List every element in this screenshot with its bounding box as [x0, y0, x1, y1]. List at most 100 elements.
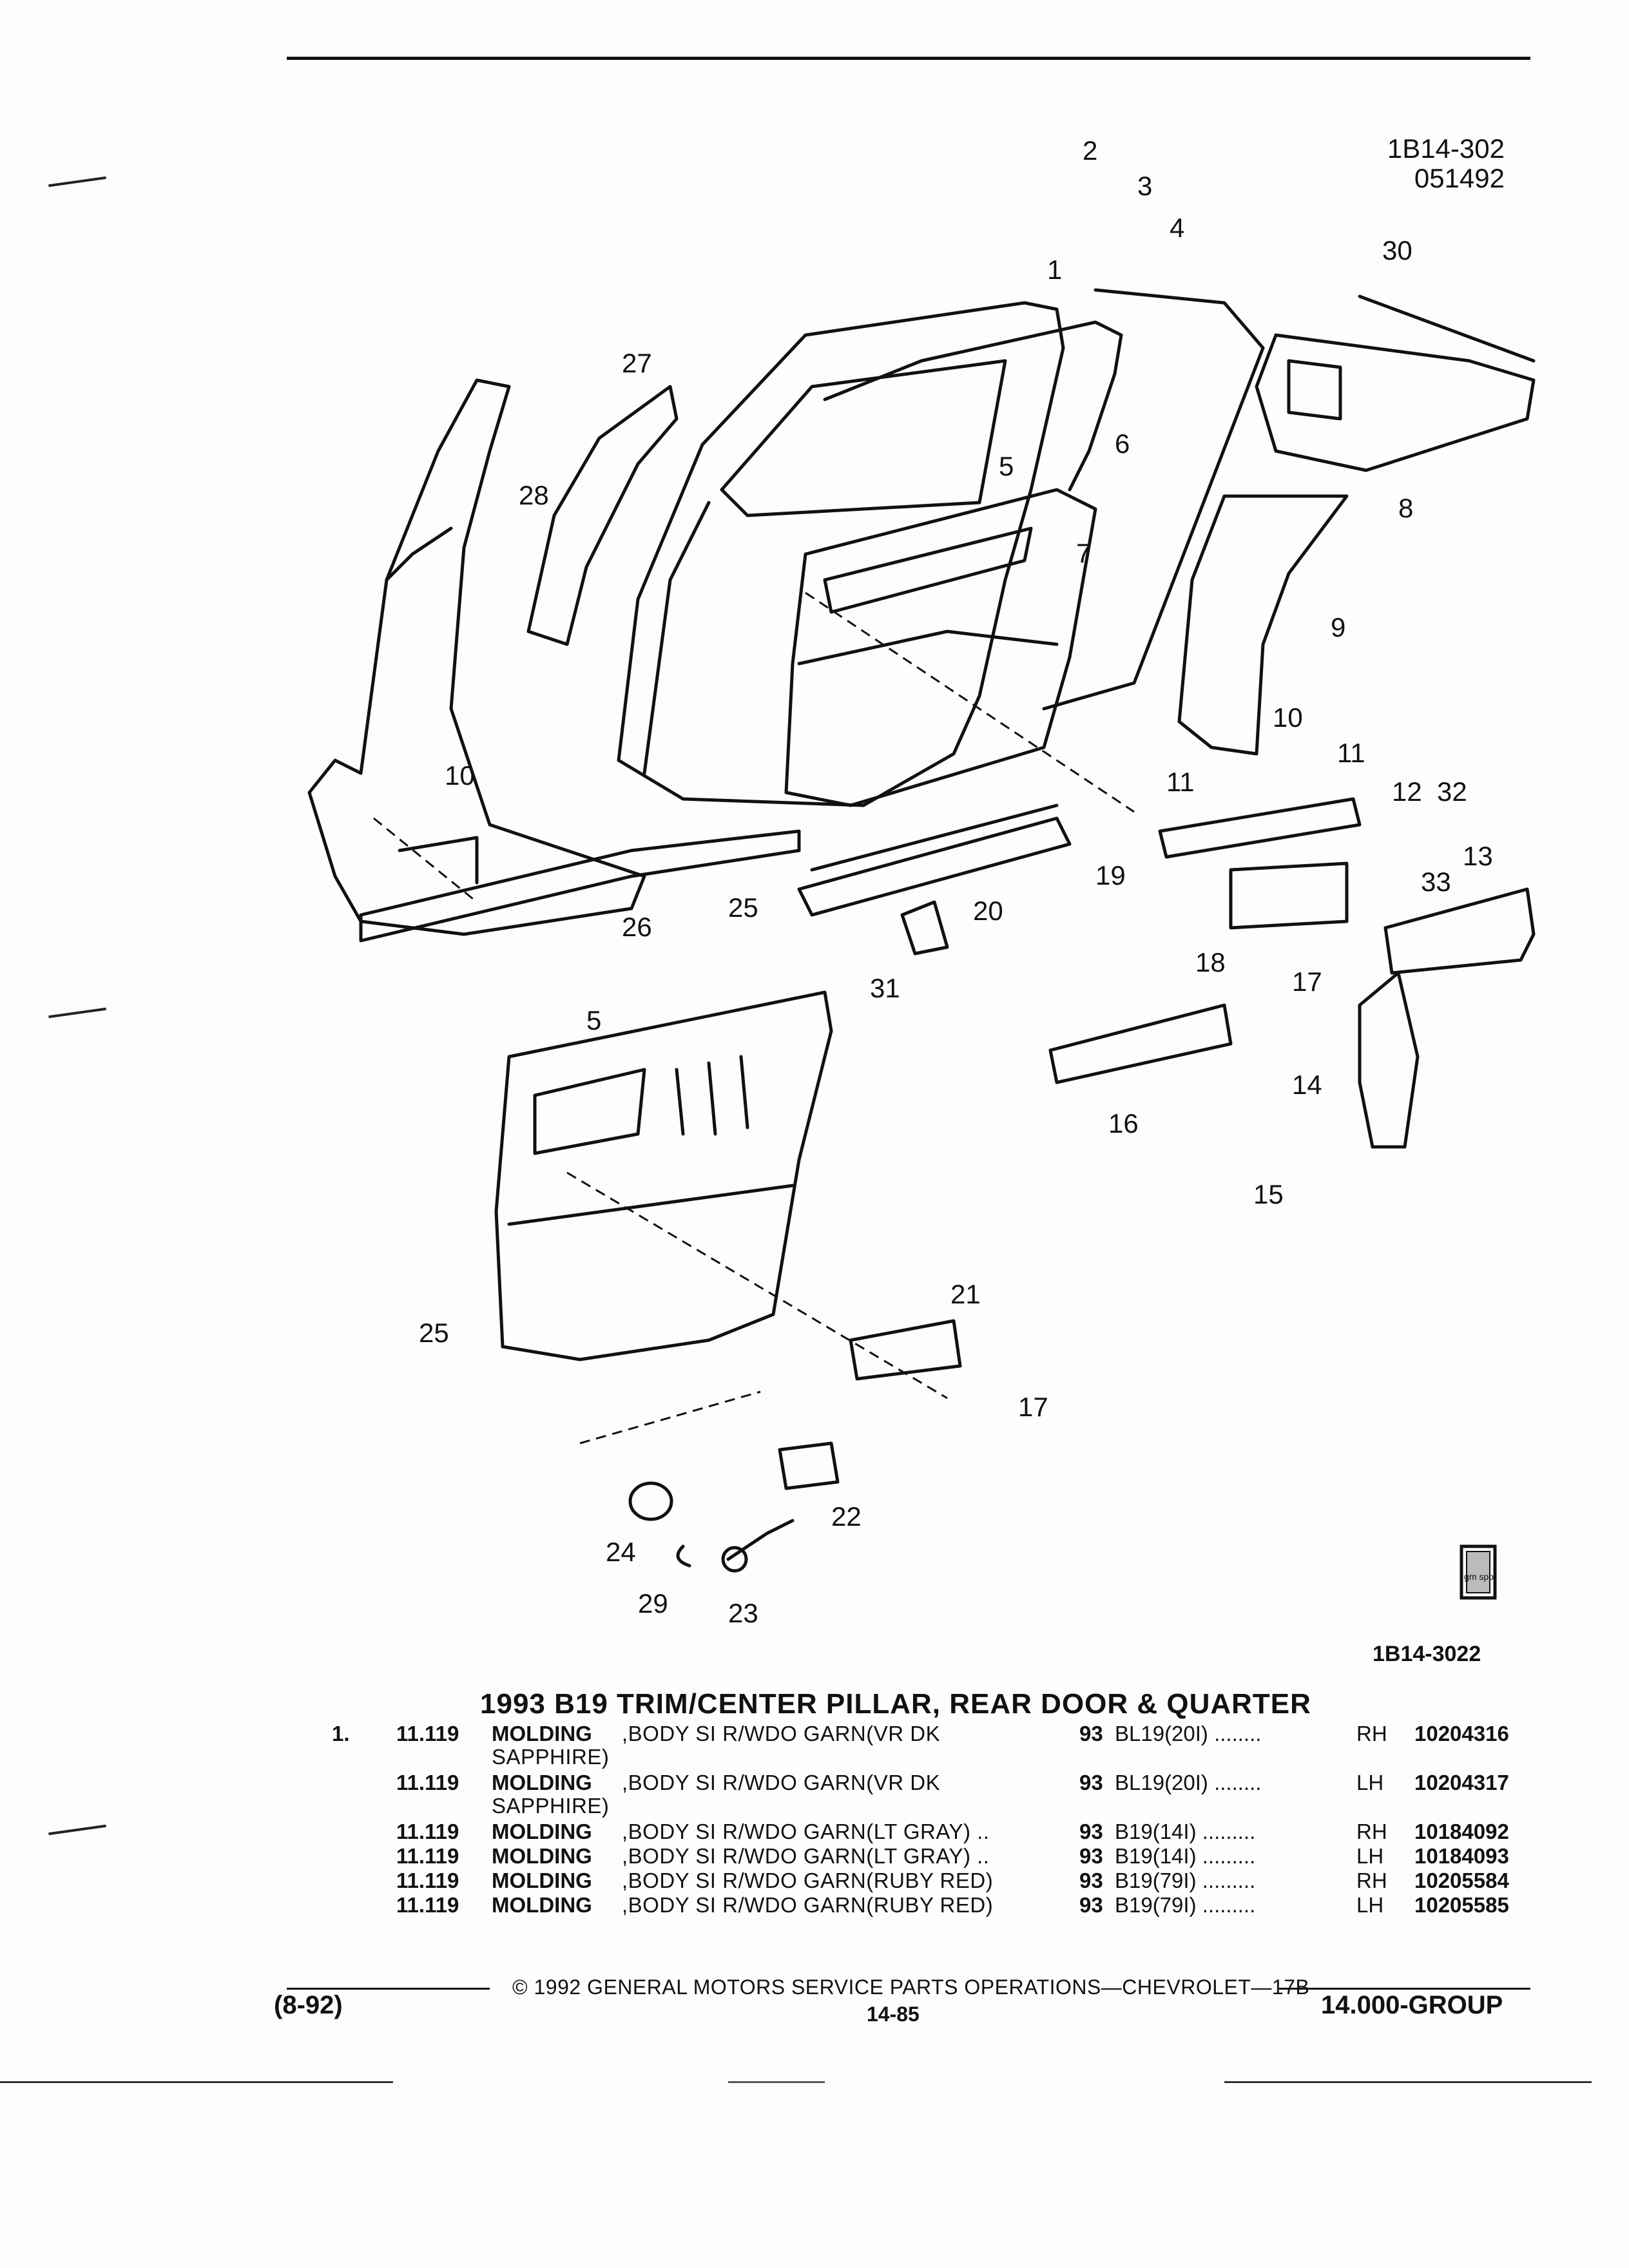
line-art [307, 288, 1536, 1573]
part-name: MOLDING [492, 1820, 592, 1843]
bottom-rule [728, 2081, 825, 2083]
group-number: 11.119 [396, 1869, 459, 1892]
pillar-trim-art [526, 385, 679, 646]
parts-row: 11.119 MOLDING ,BODY SI R/WDO GARN(VR DK… [332, 1771, 1530, 1820]
revision-date: (8-92) [274, 1991, 343, 2019]
part-name: MOLDING [492, 1893, 592, 1917]
model-year: 93 [1079, 1771, 1103, 1794]
side: LH [1356, 1771, 1384, 1794]
escutcheon-art [628, 1481, 673, 1521]
gm-spo-logo [1460, 1544, 1497, 1600]
speaker-grille-art [1358, 971, 1420, 1149]
model-code: B19(14I) ......... [1115, 1820, 1256, 1843]
parts-row: 11.119 MOLDING ,BODY SI R/WDO GARN(LT GR… [332, 1844, 1530, 1869]
callout-21: 21 [950, 1279, 981, 1309]
model-year: 93 [1079, 1722, 1103, 1745]
bracket-art [1048, 1003, 1233, 1084]
part-number: 10204316 [1414, 1722, 1509, 1745]
part-description-cont: SAPPHIRE) [492, 1794, 610, 1818]
side: LH [1356, 1893, 1384, 1917]
part-number: 10205584 [1414, 1869, 1509, 1892]
callout-25: 25 [728, 892, 758, 923]
model-year: 93 [1079, 1869, 1103, 1892]
callout-10: 10 [445, 760, 475, 791]
callout-1: 1 [1047, 255, 1063, 285]
callout-8: 8 [1398, 493, 1414, 523]
parts-row: 1. 11.119 MOLDING ,BODY SI R/WDO GARN(VR… [332, 1722, 1530, 1771]
callout-2: 2 [1083, 135, 1098, 166]
copyright-line: © 1992 GENERAL MOTORS SERVICE PARTS OPER… [512, 1975, 1310, 1999]
group-number: 11.119 [396, 1771, 459, 1794]
quarter-trim-art [1255, 333, 1536, 472]
callout-19: 19 [1095, 860, 1126, 890]
parts-list: 1. 11.119 MOLDING ,BODY SI R/WDO GARN(VR… [332, 1722, 1530, 1917]
quarter-lower-trim-art [1177, 494, 1349, 756]
armrest-pad-art [1383, 887, 1536, 975]
callout-28: 28 [519, 480, 549, 510]
sill-molding-art [797, 816, 1072, 917]
lower-door-panel-art [494, 990, 833, 1361]
margin-mark [48, 1824, 106, 1836]
side: RH [1356, 1869, 1387, 1892]
group-number: 14.000-GROUP [1321, 1991, 1503, 2019]
footer-rule-left [287, 1988, 490, 1990]
callout-15: 15 [1253, 1179, 1284, 1209]
callout-17: 17 [1292, 966, 1322, 997]
callout-25: 25 [419, 1318, 449, 1348]
model-code: BL19(20I) ........ [1115, 1771, 1262, 1794]
model-code: BL19(20I) ........ [1115, 1722, 1262, 1745]
callout-18: 18 [1195, 947, 1226, 977]
callout-3: 3 [1137, 171, 1153, 201]
group-number: 11.119 [396, 1820, 459, 1843]
callout-24: 24 [606, 1537, 636, 1567]
part-description: ,BODY SI R/WDO GARN(RUBY RED) [622, 1869, 994, 1892]
bottom-rule [0, 2081, 393, 2083]
gm-spo-logo-text: gm spo [1464, 1571, 1494, 1582]
callout-10: 10 [1273, 702, 1303, 733]
callout-30: 30 [1382, 235, 1412, 265]
clip-art [900, 900, 949, 956]
switch-bezel-art [1229, 861, 1349, 930]
part-number: 10204317 [1414, 1771, 1509, 1794]
callout-4: 4 [1170, 213, 1185, 243]
window-crank-art [726, 1519, 795, 1561]
parts-row: 11.119 MOLDING ,BODY SI R/WDO GARN(RUBY … [332, 1869, 1530, 1893]
lock-switch-art [778, 1441, 840, 1490]
side: RH [1356, 1820, 1387, 1843]
callout-5: 5 [586, 1005, 602, 1035]
footer-rule-right [1279, 1988, 1530, 1990]
model-code: B19(79I) ......... [1115, 1869, 1256, 1892]
page-number: 14-85 [867, 2003, 920, 2026]
group-number: 11.119 [396, 1722, 459, 1745]
figure-code: 1B14-3022 [1373, 1642, 1481, 1666]
door-trim-panel-art [784, 488, 1097, 807]
callout-7: 7 [1076, 538, 1092, 568]
top-rule [287, 57, 1530, 60]
center-pillar-art [307, 378, 646, 936]
callout-17: 17 [1018, 1392, 1048, 1422]
part-name: MOLDING [492, 1722, 592, 1745]
leader-lines [373, 591, 1135, 1445]
model-year: 93 [1079, 1893, 1103, 1917]
model-code: B19(14I) ......... [1115, 1844, 1256, 1868]
model-year: 93 [1079, 1844, 1103, 1868]
callout-22: 22 [831, 1501, 862, 1532]
part-number: 10184093 [1414, 1844, 1509, 1868]
callout-5: 5 [999, 451, 1014, 481]
part-description: ,BODY SI R/WDO GARN(RUBY RED) [622, 1893, 994, 1917]
sill-plate-art [359, 829, 801, 943]
model-year: 93 [1079, 1820, 1103, 1843]
callout-12: 12 [1392, 776, 1422, 807]
side: LH [1356, 1844, 1384, 1868]
callout-6: 6 [1115, 428, 1130, 459]
parts-row: 11.119 MOLDING ,BODY SI R/WDO GARN(RUBY … [332, 1893, 1530, 1917]
part-name: MOLDING [492, 1869, 592, 1892]
bottom-rule [1224, 2081, 1592, 2083]
callout-14: 14 [1292, 1070, 1322, 1100]
callout-31: 31 [870, 973, 900, 1003]
armrest-art [1158, 797, 1362, 859]
section-title: 1993 B19 TRIM/CENTER PILLAR, REAR DOOR &… [480, 1688, 1311, 1720]
part-description-cont: SAPPHIRE) [492, 1745, 610, 1769]
illustration-code: 1B14-302 [1387, 133, 1505, 164]
part-name: MOLDING [492, 1771, 592, 1794]
